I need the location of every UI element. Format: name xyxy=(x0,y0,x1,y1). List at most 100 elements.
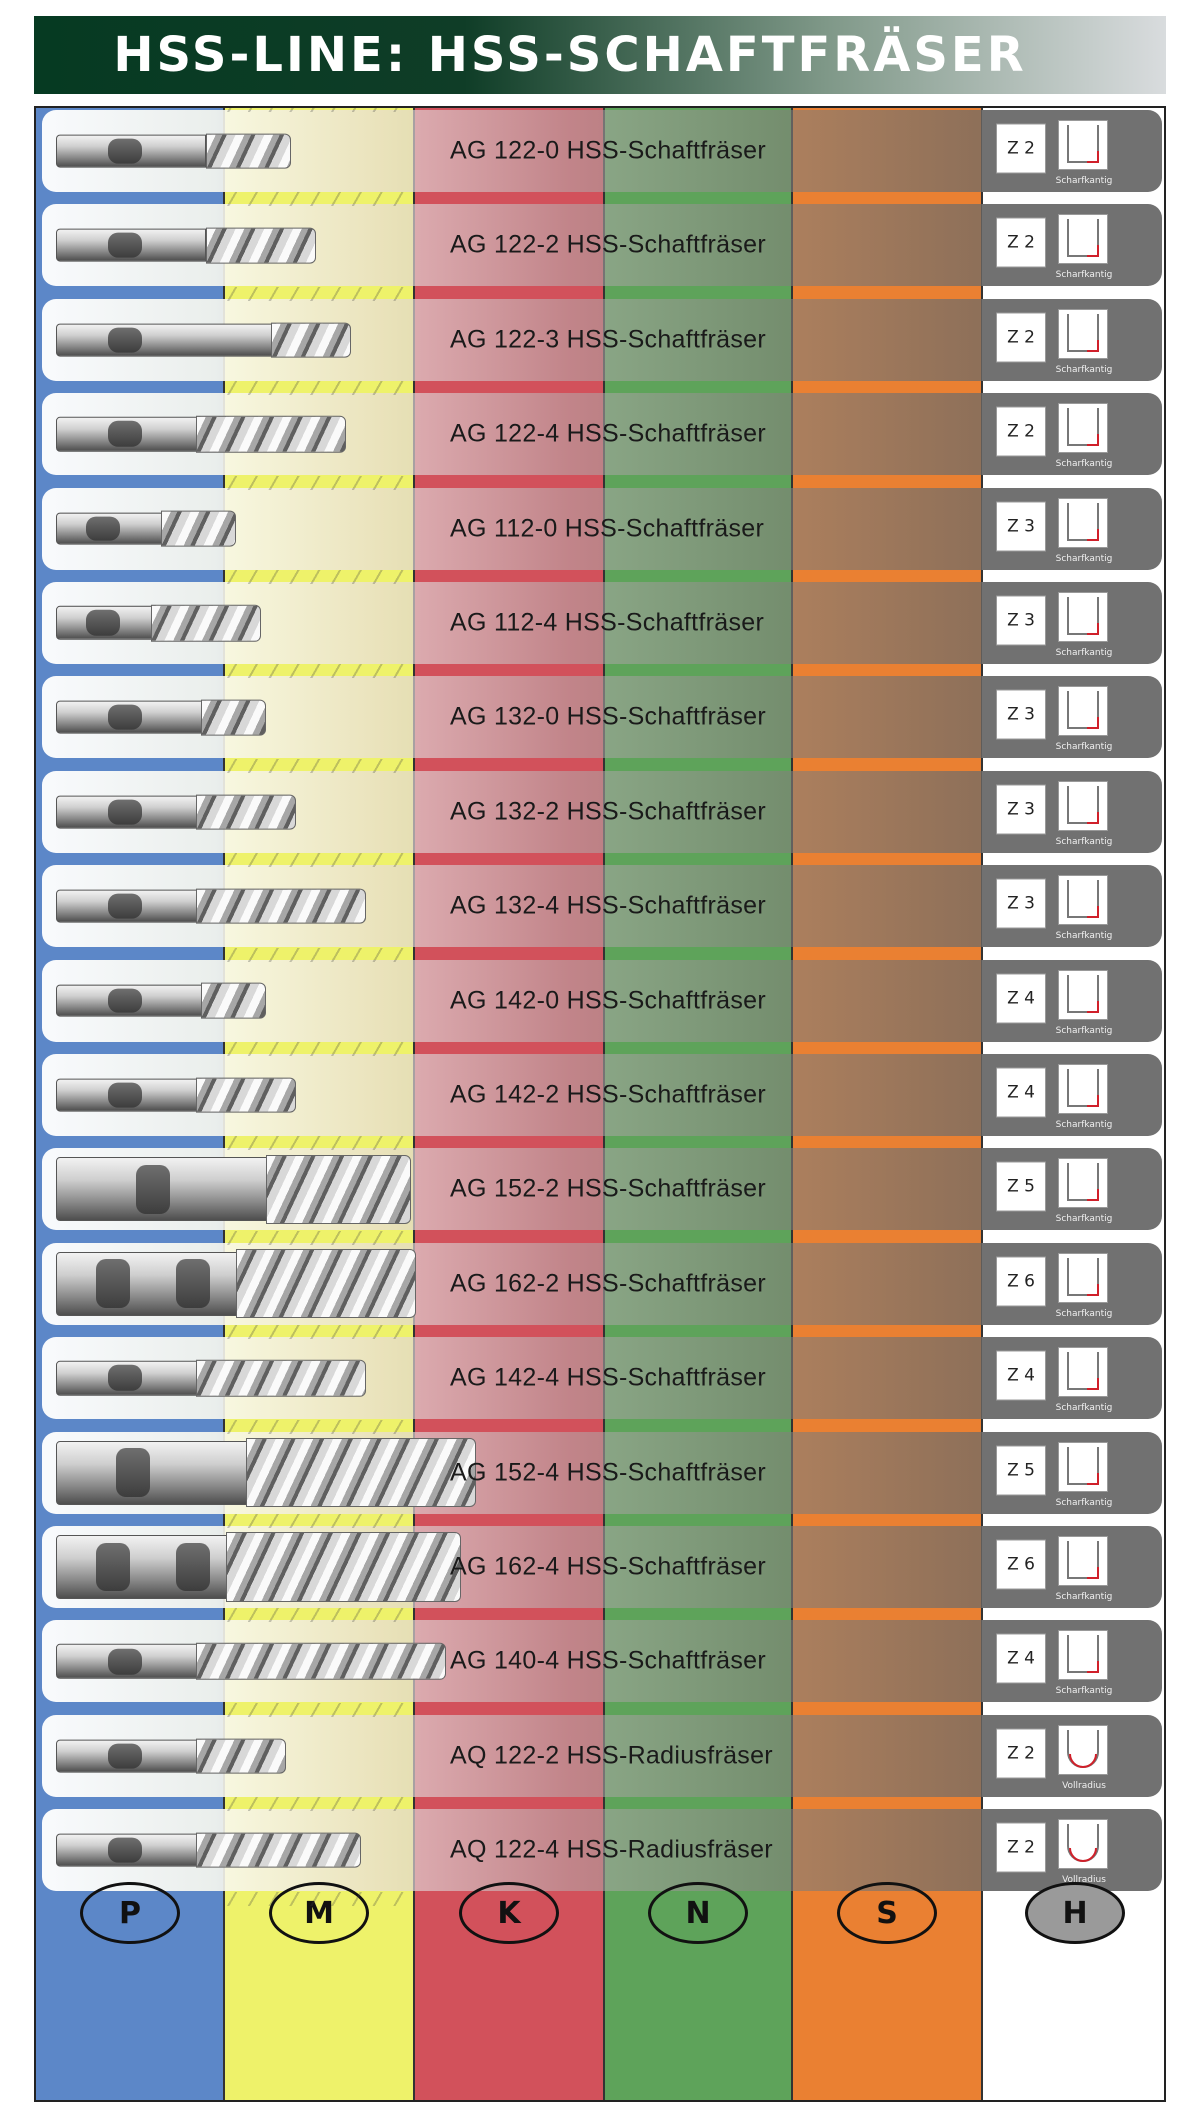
shank-flat xyxy=(108,232,142,258)
hatch-strip xyxy=(224,853,414,868)
profile-caption: Scharfkantig xyxy=(1055,931,1113,942)
corner-profile-icon xyxy=(1058,592,1108,642)
product-name: AG 140-4 HSS-Schaftfräser xyxy=(450,1646,766,1675)
product-name: AG 152-2 HSS-Schaftfräser xyxy=(450,1174,766,1203)
shank-flat xyxy=(108,1082,142,1108)
corner-profile-icon xyxy=(1058,969,1108,1020)
end-mill-image xyxy=(56,510,236,547)
flute-count-badge: Z 5 xyxy=(996,1161,1046,1212)
product-row[interactable]: AG 162-4 HSS-Schaftfräser Z 6 Scharfkantig xyxy=(42,1526,1162,1608)
flute-count-badge: Z 2 xyxy=(996,406,1046,457)
corner-profile-icon xyxy=(1058,875,1108,926)
corner-profile-icon xyxy=(1058,1441,1108,1492)
tool-flutes xyxy=(201,982,266,1019)
shank-flat xyxy=(108,1837,142,1863)
tool-flutes xyxy=(266,1154,411,1224)
profile-caption: Scharfkantig xyxy=(1055,1686,1113,1697)
end-mill-image xyxy=(56,1154,411,1224)
corner-profile-icon xyxy=(1058,1536,1108,1586)
flute-count-badge: Z 6 xyxy=(996,1539,1046,1590)
end-mill-image xyxy=(56,1249,416,1319)
product-name: AG 132-0 HSS-Schaftfräser xyxy=(450,702,766,731)
product-name: AQ 122-2 HSS-Radiusfräser xyxy=(450,1741,773,1770)
end-mill-image xyxy=(56,1832,361,1868)
shank-flat xyxy=(86,609,120,637)
profile-caption: Scharfkantig xyxy=(1055,1308,1113,1319)
hatch-strip xyxy=(224,286,414,301)
tool-flutes xyxy=(161,510,236,547)
shank-flat xyxy=(176,1259,210,1309)
product-row[interactable]: AG 152-2 HSS-Schaftfräser Z 5 Scharfkantig xyxy=(42,1148,1162,1231)
flute-count-badge: Z 2 xyxy=(996,1822,1046,1873)
profile-caption: Scharfkantig xyxy=(1055,648,1113,658)
shank-flat xyxy=(108,799,142,825)
product-name: AG 132-4 HSS-Schaftfräser xyxy=(450,891,766,920)
product-name: AG 162-4 HSS-Schaftfräser xyxy=(450,1552,766,1581)
hatch-strip xyxy=(224,381,414,396)
hatch-strip xyxy=(224,1514,414,1528)
shank-flat xyxy=(108,893,142,919)
flute-count-badge: Z 2 xyxy=(996,1728,1046,1779)
end-mill-image xyxy=(56,1642,446,1680)
tool-flutes xyxy=(196,794,296,830)
tool-flutes xyxy=(196,1359,366,1397)
flute-count-badge: Z 4 xyxy=(996,1350,1046,1401)
shank-flat xyxy=(108,704,142,730)
hatch-strip xyxy=(224,570,414,584)
flute-count-badge: Z 4 xyxy=(996,973,1046,1024)
product-row[interactable]: AG 112-0 HSS-Schaftfräser Z 3 Scharfkantig xyxy=(42,487,1162,570)
product-name: AG 112-0 HSS-Schaftfräser xyxy=(450,514,765,543)
profile-caption: Scharfkantig xyxy=(1055,1497,1113,1508)
end-mill-image xyxy=(56,133,291,169)
tool-spec-panel: Z 3 Scharfkantig xyxy=(982,487,1162,570)
shank-flat xyxy=(176,1542,210,1592)
product-row[interactable]: AG 152-4 HSS-Schaftfräser Z 5 Scharfkantig xyxy=(42,1431,1162,1514)
tool-shank xyxy=(56,323,276,357)
hatch-strip xyxy=(224,1608,414,1623)
profile-caption: Scharfkantig xyxy=(1055,364,1113,375)
profile-caption: Scharfkantig xyxy=(1055,836,1113,847)
end-mill-image xyxy=(56,1532,461,1602)
flute-count-badge: Z 5 xyxy=(996,1445,1046,1496)
corner-profile-icon xyxy=(1058,120,1108,170)
end-mill-image xyxy=(56,1359,366,1397)
end-mill-image xyxy=(56,227,316,264)
product-name: AG 152-4 HSS-Schaftfräser xyxy=(450,1458,766,1487)
profile-caption: Scharfkantig xyxy=(1055,1403,1113,1414)
profile-caption: Scharfkantig xyxy=(1055,1592,1113,1602)
material-group-m-label: M xyxy=(269,1882,369,1944)
profile-caption: Scharfkantig xyxy=(1055,1214,1113,1225)
corner-profile-icon xyxy=(1058,214,1108,265)
hatch-strip xyxy=(224,758,414,773)
hatch-strip xyxy=(224,947,414,962)
shank-flat xyxy=(136,1165,170,1214)
flute-count-badge: Z 3 xyxy=(996,501,1046,552)
corner-profile-icon xyxy=(1058,497,1108,548)
hatch-strip xyxy=(224,1042,414,1056)
product-name: AG 142-2 HSS-Schaftfräser xyxy=(450,1080,766,1109)
profile-caption: Scharfkantig xyxy=(1055,553,1113,564)
product-name: AG 122-4 HSS-Schaftfräser xyxy=(450,419,766,448)
shank-flat xyxy=(116,1448,150,1497)
product-name: AG 132-2 HSS-Schaftfräser xyxy=(450,797,766,826)
